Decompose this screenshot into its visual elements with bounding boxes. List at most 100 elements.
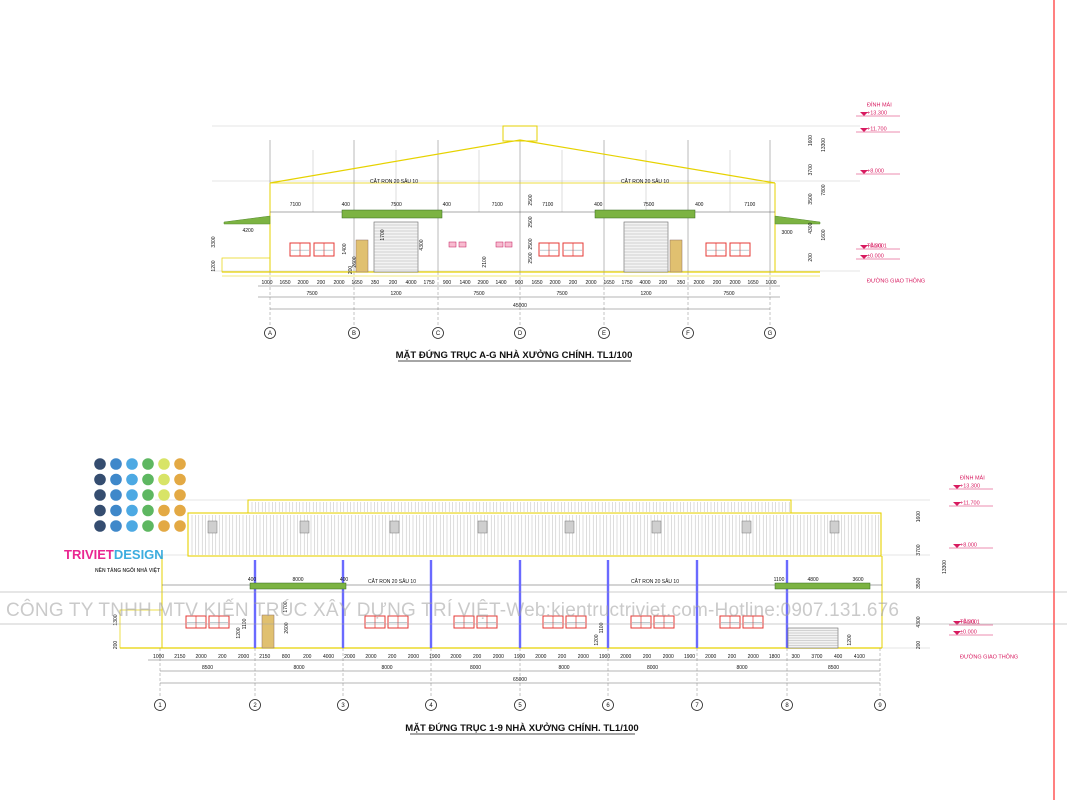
dimension-text: 13300 — [942, 560, 948, 574]
dimension-text: 1750 — [423, 280, 434, 286]
dimension-text: 1200 — [594, 634, 600, 645]
dimension-text: 2600 — [352, 256, 358, 267]
dimension-text: 1200 — [236, 627, 242, 638]
window — [538, 242, 560, 257]
dimension-text: 1600 — [808, 135, 814, 146]
dimension-text: 1750 — [621, 280, 632, 286]
dimension-text: 400 — [594, 202, 603, 208]
axis-label: A — [268, 331, 272, 337]
axis-bubble: 6 — [602, 699, 614, 711]
dimension-text: 1200 — [390, 291, 401, 297]
logo-dot — [158, 473, 170, 486]
dimension-text: 3500 — [808, 193, 814, 204]
level-value: +11.700 — [867, 127, 887, 133]
dimension-text: 200 — [659, 280, 668, 286]
window — [562, 242, 584, 257]
dimension-text: 8000 — [736, 665, 747, 671]
level-marker: ĐƯỜNG GIAO THÔNG — [960, 654, 1018, 661]
shutter-door-left — [373, 221, 419, 273]
windows — [289, 242, 751, 257]
axis-label: 1 — [158, 703, 162, 709]
dimension-text: 200 — [348, 266, 354, 275]
roof-vent — [829, 520, 840, 534]
dimension-text: 8000 — [558, 665, 569, 671]
logo-dot — [126, 473, 138, 486]
level-value: ±0.000 — [960, 630, 977, 636]
dimension-text: 400 — [342, 202, 351, 208]
level-label: ĐƯỜNG GIAO THÔNG — [960, 654, 1018, 661]
logo-name: TRIVIETDESIGN — [64, 547, 164, 562]
dimension-text: 1200 — [847, 634, 853, 645]
dimension-text: 8000 — [292, 577, 303, 583]
elevation-a-g-title: MẶT ĐỨNG TRỤC A-G NHÀ XƯỞNG CHÍNH. TL1/1… — [396, 349, 633, 361]
dimension-text: 7500 — [643, 202, 654, 208]
dimension-text: 400 — [834, 654, 843, 660]
hatched-panel — [355, 239, 369, 273]
axis-label: B — [352, 331, 356, 337]
level-value: +13.300 — [960, 484, 980, 490]
logo-dot — [126, 489, 138, 501]
dimension-text: 1900 — [599, 654, 610, 660]
level-marker: +13.300 — [949, 484, 993, 490]
dimension-text: 2000 — [535, 654, 546, 660]
dimension-text: 2000 — [620, 654, 631, 660]
logo-dot — [174, 489, 186, 501]
logo-dot — [94, 489, 106, 501]
column — [695, 560, 699, 648]
dimension-text: 200 — [473, 654, 482, 660]
dimension-text: 4300 — [808, 222, 814, 233]
dimension-text: 7500 — [473, 291, 484, 297]
hatched-panel — [669, 239, 683, 273]
note-text: CẮT RON 20 SÂU 10 — [621, 177, 669, 185]
level-label: ĐƯỜNG GIAO THÔNG — [867, 278, 925, 285]
level-marker: +11.700 — [949, 501, 993, 507]
logo-dot — [142, 458, 154, 470]
note-text: CẮT RON 20 SÂU 10 — [631, 577, 679, 585]
dimension-text: 2000 — [333, 280, 344, 286]
dimension-text: 4200 — [242, 228, 253, 234]
logo-dot — [94, 473, 106, 486]
dimension-text: 13300 — [821, 138, 827, 152]
dimension-text: 8000 — [647, 665, 658, 671]
logo-dot — [94, 504, 106, 517]
entrance-canopy-right — [594, 209, 696, 219]
dimension-text: 1650 — [279, 280, 290, 286]
watermark-band: CÔNG TY TNHH MTV KIẾN TRÚC XÂY DỰNG TRÍ … — [0, 591, 1067, 625]
vent-openings — [448, 241, 513, 248]
dimension-text: 7500 — [556, 291, 567, 297]
axis-bubble: 1 — [154, 699, 166, 711]
windows — [185, 615, 764, 629]
dimension-text: 2000 — [585, 280, 596, 286]
axis-label: C — [436, 331, 441, 337]
axis-label: G — [768, 331, 773, 337]
window — [313, 242, 335, 257]
roof-vent — [389, 520, 400, 534]
dimension-text: 900 — [443, 280, 452, 286]
dimension-text: 1700 — [380, 229, 386, 240]
dimension-text: 1200 — [640, 291, 651, 297]
axis-bubble: A — [264, 327, 276, 339]
level-value: +8.000 — [867, 169, 884, 175]
dimension-text: 7100 — [290, 202, 301, 208]
dimension-text: 4800 — [807, 577, 818, 583]
entrance-canopy-left — [249, 582, 347, 590]
axis-bubble: 2 — [249, 699, 261, 711]
dimension-text: 2000 — [663, 654, 674, 660]
logo-dot — [110, 504, 122, 517]
dimension-text: 4100 — [854, 654, 865, 660]
dimension-text: 200 — [728, 654, 737, 660]
dimension-text: 900 — [515, 280, 524, 286]
logo-dot — [174, 473, 186, 486]
logo-name-part1: TRIVIET — [64, 547, 114, 562]
dimension-text: 4300 — [916, 616, 922, 627]
dimension-text: 2000 — [493, 654, 504, 660]
logo-dot — [94, 520, 106, 532]
dimension-text: 4000 — [405, 280, 416, 286]
logo-name-part2: DESIGN — [114, 547, 164, 562]
dimension-text: 7500 — [391, 202, 402, 208]
logo-dot-grid — [94, 458, 186, 532]
dimension-text: 1100 — [774, 577, 785, 583]
